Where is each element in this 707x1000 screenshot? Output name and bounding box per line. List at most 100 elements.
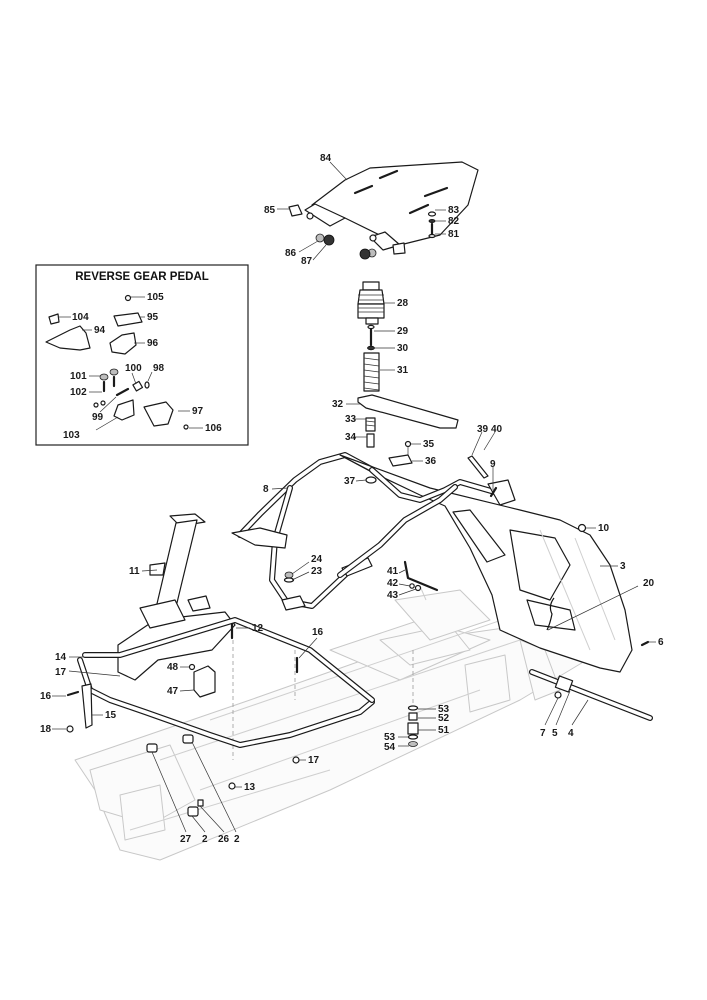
callout-3[interactable]: 3 [620, 561, 626, 572]
caps [146, 734, 204, 817]
callout-31[interactable]: 31 [397, 365, 409, 376]
nut-37 [365, 476, 377, 484]
callout-24[interactable]: 24 [311, 554, 323, 565]
fender-3[interactable] [337, 454, 633, 673]
spring-33-pin-34 [365, 417, 376, 448]
bracket-32 [357, 394, 459, 429]
callout-13[interactable]: 13 [244, 782, 256, 793]
bolt-9 [489, 486, 498, 498]
seat-pan[interactable] [304, 161, 479, 251]
leader-lines [52, 161, 656, 833]
callout-105[interactable]: 105 [147, 292, 164, 303]
callout-37[interactable]: 37 [344, 476, 356, 487]
callout-30[interactable]: 30 [397, 343, 409, 354]
reverse-gear-pedal-inset: REVERSE GEAR PEDAL [35, 264, 249, 446]
callout-16-left[interactable]: 16 [40, 691, 52, 702]
bracket-47 [193, 665, 216, 698]
spring-31 [363, 352, 380, 392]
front-frame-14 [77, 595, 375, 748]
callout-39[interactable]: 39 [477, 424, 489, 435]
callout-7[interactable]: 7 [540, 728, 546, 739]
callout-34[interactable]: 34 [345, 432, 357, 443]
plate-36 [388, 440, 413, 467]
inset-border [35, 264, 249, 446]
seat-hardware [288, 204, 437, 260]
callout-81[interactable]: 81 [448, 229, 460, 240]
callout-53-top[interactable]: 53 [438, 704, 450, 715]
callout-4[interactable]: 4 [568, 728, 574, 739]
wire-20 [546, 597, 555, 631]
callout-101[interactable]: 101 [70, 371, 87, 382]
callout-104[interactable]: 104 [72, 312, 89, 323]
callout-97[interactable]: 97 [192, 406, 204, 417]
nut-10 [577, 523, 587, 533]
callout-51[interactable]: 51 [438, 725, 450, 736]
callout-2-right[interactable]: 2 [234, 834, 240, 845]
ghost-chassis [74, 589, 621, 861]
callout-48[interactable]: 48 [167, 662, 179, 673]
callout-11[interactable]: 11 [129, 566, 140, 577]
callout-6[interactable]: 6 [658, 637, 664, 648]
nut-washer-23-24 [283, 571, 295, 583]
callout-41[interactable]: 41 [387, 566, 399, 577]
callout-23[interactable]: 23 [311, 566, 323, 577]
seat-suspension [357, 281, 385, 392]
frame-tube-8 [231, 452, 376, 611]
callout-42[interactable]: 42 [387, 578, 399, 589]
callout-103[interactable]: 103 [63, 430, 80, 441]
buffer-51 [407, 705, 419, 747]
bolt-16-left [66, 690, 80, 697]
callout-102[interactable]: 102 [70, 387, 87, 398]
callout-12[interactable]: 12 [252, 623, 264, 634]
callout-54[interactable]: 54 [384, 742, 396, 753]
callout-87[interactable]: 87 [301, 256, 313, 267]
inset-title: REVERSE GEAR PEDAL [75, 271, 209, 283]
callout-29[interactable]: 29 [397, 326, 409, 337]
callout-16-top[interactable]: 16 [312, 627, 324, 638]
callout-10[interactable]: 10 [598, 523, 610, 534]
callout-9[interactable]: 9 [490, 459, 496, 470]
callout-40[interactable]: 40 [491, 424, 503, 435]
callout-83[interactable]: 83 [448, 205, 460, 216]
shaft-4 [529, 669, 653, 721]
callout-26[interactable]: 26 [218, 834, 230, 845]
callout-106[interactable]: 106 [205, 423, 222, 434]
callout-35[interactable]: 35 [423, 439, 435, 450]
callout-47[interactable]: 47 [167, 686, 179, 697]
callout-32[interactable]: 32 [332, 399, 344, 410]
callout-28[interactable]: 28 [397, 298, 409, 309]
callout-20[interactable]: 20 [643, 578, 655, 589]
nut-48 [188, 663, 196, 671]
callout-52[interactable]: 52 [438, 713, 450, 724]
callout-5[interactable]: 5 [552, 728, 558, 739]
callout-84[interactable]: 84 [320, 153, 332, 164]
callout-2-left[interactable]: 2 [202, 834, 208, 845]
callout-100[interactable]: 100 [125, 363, 142, 374]
callout-18[interactable]: 18 [40, 724, 52, 735]
callout-8[interactable]: 8 [263, 484, 269, 495]
callout-43[interactable]: 43 [387, 590, 399, 601]
callout-96[interactable]: 96 [147, 338, 159, 349]
strip-15 [81, 683, 93, 729]
callout-14[interactable]: 14 [55, 652, 67, 663]
callout-86[interactable]: 86 [285, 248, 297, 259]
callout-82[interactable]: 82 [448, 216, 460, 227]
callout-27[interactable]: 27 [180, 834, 192, 845]
callout-98[interactable]: 98 [153, 363, 165, 374]
callout-53-bottom[interactable]: 53 [384, 732, 396, 743]
callout-94[interactable]: 94 [94, 325, 106, 336]
callout-17-left[interactable]: 17 [55, 667, 67, 678]
callout-15[interactable]: 15 [105, 710, 117, 721]
callout-33[interactable]: 33 [345, 414, 357, 425]
callout-17-right[interactable]: 17 [308, 755, 320, 766]
callout-85[interactable]: 85 [264, 205, 276, 216]
bolt-6 [640, 640, 650, 647]
callout-95[interactable]: 95 [147, 312, 159, 323]
pin-41 [403, 560, 439, 601]
nut-18 [66, 725, 74, 733]
callout-36[interactable]: 36 [425, 456, 437, 467]
nut-17 [292, 756, 300, 764]
callout-99[interactable]: 99 [92, 412, 104, 423]
nut-13 [228, 782, 236, 790]
